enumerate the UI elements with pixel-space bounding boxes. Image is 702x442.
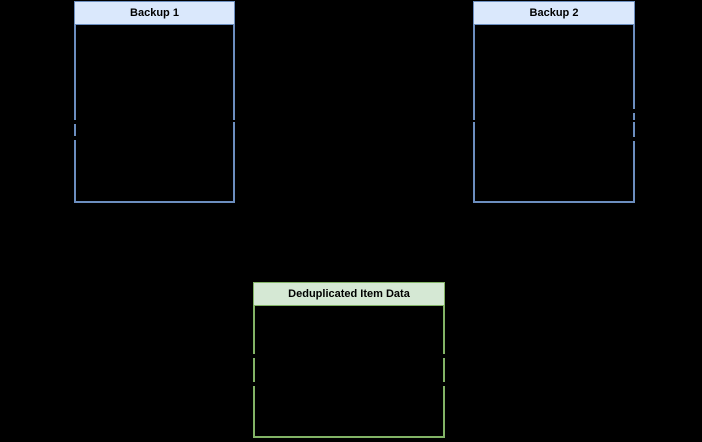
connection-notch-backup-2-right-lower bbox=[632, 137, 636, 141]
connection-notch-backup-2-right-upper bbox=[632, 109, 636, 113]
node-backup-1-body bbox=[74, 25, 235, 203]
node-backup-2-body bbox=[473, 25, 635, 203]
node-backup-1[interactable]: Backup 1 bbox=[73, 1, 235, 203]
connection-notch-dedup-right-upper bbox=[442, 354, 446, 358]
connection-notch-backup-1-left-upper bbox=[73, 120, 77, 124]
node-backup-1-title: Backup 1 bbox=[74, 1, 235, 25]
edge-backup-1-to-deduplicated-item-data bbox=[74, 120, 253, 122]
edge-backup-2-to-deduplicated-item-data bbox=[445, 120, 635, 122]
connection-notch-backup-1-left-lower bbox=[73, 136, 77, 140]
node-deduplicated-item-data-body bbox=[253, 306, 445, 438]
node-deduplicated-item-data-title: Deduplicated Item Data bbox=[253, 282, 445, 306]
node-deduplicated-item-data[interactable]: Deduplicated Item Data bbox=[252, 282, 446, 438]
connection-notch-dedup-right-lower bbox=[442, 382, 446, 386]
node-backup-2-title: Backup 2 bbox=[473, 1, 635, 25]
node-backup-2[interactable]: Backup 2 bbox=[473, 1, 636, 203]
connection-notch-dedup-left-upper bbox=[252, 354, 256, 358]
connection-notch-dedup-left-lower bbox=[252, 382, 256, 386]
